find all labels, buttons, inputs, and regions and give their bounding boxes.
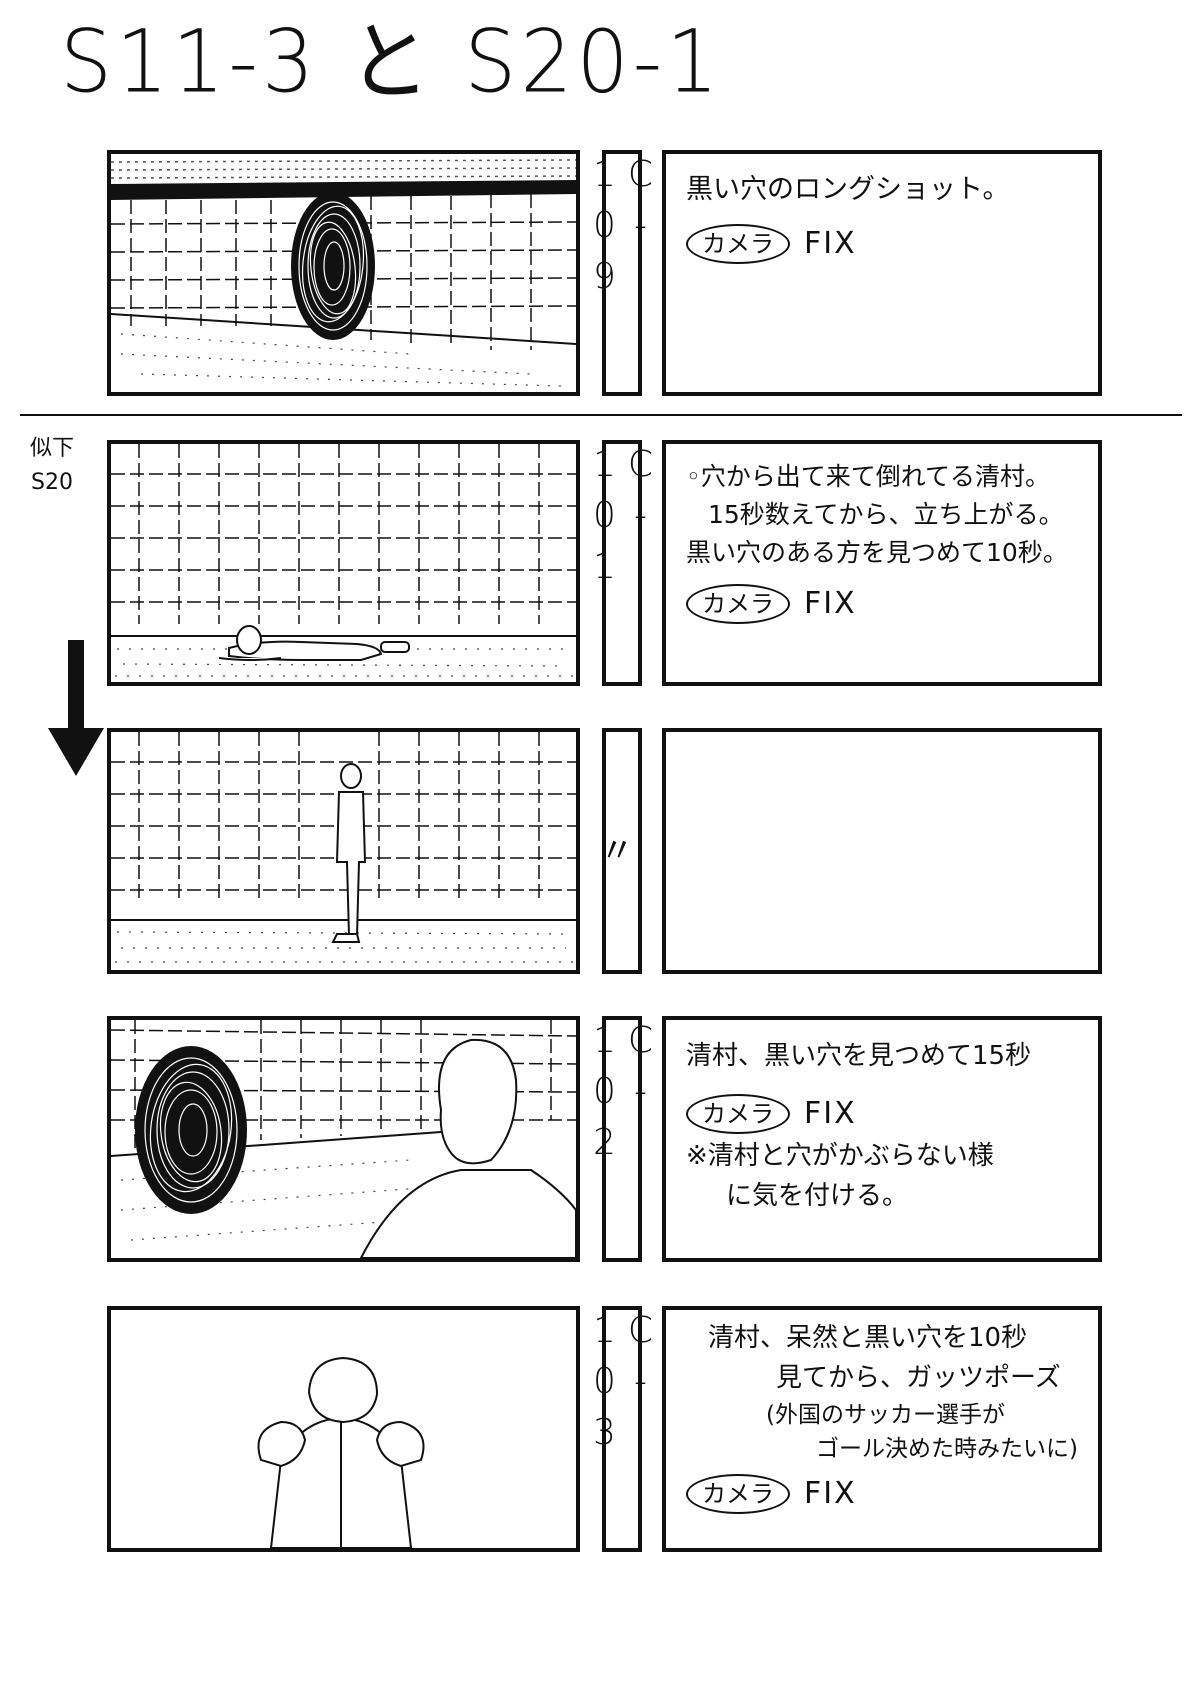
description-line: 見てから、ガッツポーズ bbox=[776, 1363, 1061, 1393]
camera-value: FIX bbox=[804, 1096, 857, 1131]
scene-note-line: 似下 bbox=[30, 436, 75, 461]
page-title: S11-3 と S20-1 bbox=[60, 12, 723, 113]
description-box: 黒い穴のロングショット。 カメラ FIX bbox=[662, 150, 1102, 396]
description-box: ◦穴から出て来て倒れてる清村。 15秒数えてから、立ち上がる。 黒い穴のある方を… bbox=[662, 440, 1102, 686]
cut-number-box: C-103 bbox=[584, 1306, 661, 1552]
scene-note-line: S20 bbox=[31, 470, 73, 495]
description-line: 黒い穴のある方を見つめて10秒。 bbox=[686, 538, 1068, 567]
panel-frame-c102 bbox=[107, 1016, 580, 1262]
over-shoulder-hole-drawing bbox=[111, 1020, 576, 1258]
cut-number: C-103 bbox=[584, 1310, 661, 1463]
camera-value: FIX bbox=[804, 226, 857, 261]
camera-row: カメラ FIX bbox=[686, 1092, 1078, 1136]
camera-row: カメラ FIX bbox=[686, 582, 1078, 626]
cut-number-box: C-109 bbox=[584, 150, 661, 396]
fist-pump-character-drawing bbox=[257, 1356, 425, 1548]
camera-badge: カメラ bbox=[686, 1094, 790, 1134]
description-box: 清村、呆然と黒い穴を10秒 見てから、ガッツポーズ (外国のサッカー選手が ゴー… bbox=[662, 1306, 1102, 1552]
description-line: (外国のサッカー選手が bbox=[766, 1402, 1005, 1428]
description-line: ゴール決めた時みたいに) bbox=[816, 1436, 1078, 1462]
description-box: 清村、黒い穴を見つめて15秒 カメラ FIX ※清村と穴がかぶらない様 に気を付… bbox=[662, 1016, 1102, 1262]
note-line: に気を付ける。 bbox=[726, 1181, 909, 1211]
note-line: ※清村と穴がかぶらない様 bbox=[686, 1141, 994, 1171]
camera-row: カメラ FIX bbox=[686, 222, 1078, 266]
camera-row: カメラ FIX bbox=[686, 1472, 1078, 1516]
section-divider bbox=[20, 414, 1182, 416]
cut-number-box: C-101 bbox=[584, 440, 661, 686]
cut-number: C-101 bbox=[584, 444, 661, 597]
cut-number-box: 〃 bbox=[600, 728, 644, 974]
description-line: 黒い穴のロングショット。 bbox=[686, 174, 1010, 205]
lying-character-drawing bbox=[111, 444, 576, 677]
description-line: 清村、呆然と黒い穴を10秒 bbox=[708, 1323, 1028, 1353]
camera-badge: カメラ bbox=[686, 1474, 790, 1514]
down-arrow-icon bbox=[48, 640, 104, 776]
panel-frame-c103 bbox=[107, 1306, 580, 1552]
standing-character-drawing bbox=[111, 732, 576, 963]
description-line: 15秒数えてから、立ち上がる。 bbox=[708, 500, 1064, 529]
cut-number: C-109 bbox=[584, 154, 661, 307]
camera-badge: カメラ bbox=[686, 584, 790, 624]
panel-frame-c109 bbox=[107, 150, 580, 396]
camera-badge: カメラ bbox=[686, 224, 790, 264]
cut-number-box: C-102 bbox=[584, 1016, 661, 1262]
description-line: 清村、黒い穴を見つめて15秒 bbox=[686, 1041, 1032, 1071]
cut-number: C-102 bbox=[584, 1020, 661, 1173]
wall-hole-long-shot-drawing bbox=[111, 154, 576, 387]
camera-value: FIX bbox=[804, 586, 857, 621]
description-box-empty bbox=[662, 728, 1102, 974]
camera-value: FIX bbox=[804, 1476, 857, 1511]
panel-frame-continued bbox=[107, 728, 580, 974]
cut-number: 〃 bbox=[600, 831, 644, 871]
description-line: ◦穴から出て来て倒れてる清村。 bbox=[686, 462, 1050, 491]
panel-frame-c101 bbox=[107, 440, 580, 686]
scene-note: 似下 S20 bbox=[30, 432, 74, 500]
